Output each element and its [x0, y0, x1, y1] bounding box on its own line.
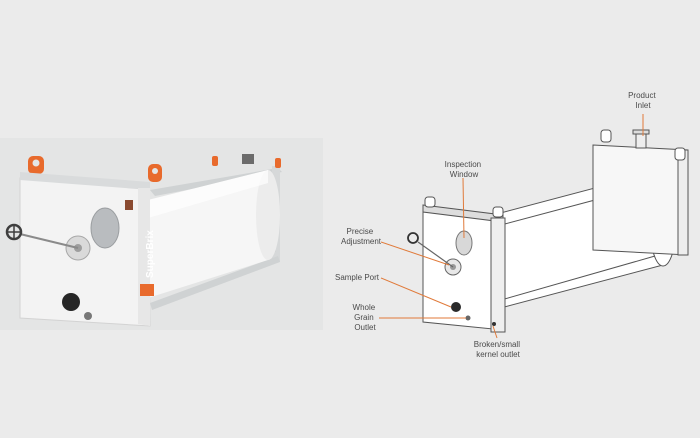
- leader-lines: [379, 114, 644, 339]
- leader-broken-kernel-outlet: [492, 325, 498, 339]
- label-inspection-window: Inspection Window: [445, 160, 484, 179]
- labeled-diagram: Product Inlet Inspection Window Precise …: [323, 60, 700, 380]
- brand-name: SuperBrix: [145, 230, 156, 278]
- inspection-window-photo: [90, 207, 120, 249]
- drum-cylinder: [148, 170, 280, 298]
- lifting-lugs: [28, 154, 281, 182]
- label-broken-kernel-outlet: Broken/small kernel outlet: [474, 340, 522, 359]
- label-product-inlet: Product Inlet: [628, 91, 658, 110]
- product-photo: SuperBrix: [0, 138, 323, 330]
- diagram-front-details: [407, 230, 496, 326]
- label-sample-port: Sample Port: [335, 273, 380, 282]
- front-panel: SuperBrix: [5, 172, 156, 327]
- outlet-photo: [62, 293, 80, 311]
- diagram-lugs: [424, 129, 686, 218]
- diagram-labels: Product Inlet Inspection Window Precise …: [335, 91, 658, 359]
- diagram-machine: [422, 144, 689, 333]
- brand-logo: SuperBrix: [145, 230, 156, 278]
- label-precise-adjustment: Precise Adjustment: [341, 227, 382, 246]
- leader-precise-adjustment: [380, 241, 450, 266]
- label-whole-grain-outlet: Whole Grain Outlet: [353, 303, 378, 332]
- leader-inspection-window: [462, 177, 465, 239]
- leader-sample-port: [380, 277, 452, 308]
